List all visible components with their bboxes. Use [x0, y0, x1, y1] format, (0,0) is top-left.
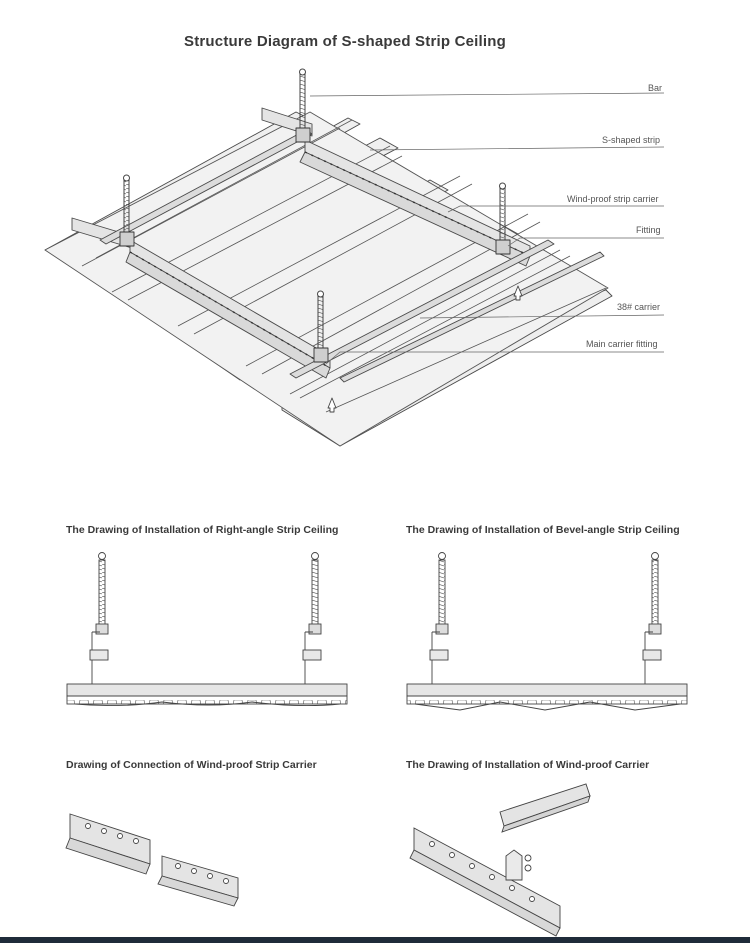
section-title-bevel-angle: The Drawing of Installation of Bevel-ang… — [406, 524, 680, 536]
hanger-rod — [499, 185, 506, 249]
callout-fitting: Fitting — [636, 225, 661, 235]
arrow-up-icon — [513, 285, 523, 301]
leader-38-carrier — [419, 314, 665, 319]
hanger-rod — [123, 177, 130, 241]
section-title-connection: Drawing of Connection of Wind-proof Stri… — [66, 759, 317, 771]
callout-s-shaped-strip: S-shaped strip — [602, 135, 661, 145]
fittings — [119, 127, 511, 363]
hanger-rod — [98, 559, 106, 631]
section-title-wind-proof-install: The Drawing of Installation of Wind-proo… — [406, 759, 650, 771]
wind-proof-carrier — [66, 683, 348, 697]
leader-main-carrier-fitting — [325, 351, 664, 365]
up-arrows — [327, 285, 523, 413]
hanger-rod — [651, 559, 659, 631]
hanger-rod — [311, 559, 319, 631]
callout-main-carrier-fitting: Main carrier fitting — [586, 339, 658, 349]
callout-leaders — [309, 92, 665, 365]
wind-proof-carrier — [406, 683, 688, 697]
hanger-rod — [317, 293, 324, 357]
bevel-angle-drawing — [406, 552, 688, 711]
leader-fitting — [507, 237, 664, 247]
callout-wind-proof-strip-carrier: Wind-proof strip carrier — [567, 194, 659, 204]
leader-s-shaped-strip — [369, 146, 665, 151]
arrow-up-icon — [327, 397, 337, 413]
hanger-rod — [438, 559, 446, 631]
main-structure-diagram — [44, 68, 613, 447]
wind-proof-carrier — [413, 827, 561, 929]
leader-wind-proof-carrier — [447, 205, 664, 213]
callout-bar: Bar — [648, 83, 663, 93]
diagram-title: Structure Diagram of S-shaped Strip Ceil… — [184, 33, 506, 50]
hanger-rod — [299, 71, 306, 135]
wind-proof-carrier-left — [71, 107, 331, 379]
fitting-clip — [505, 849, 523, 881]
carrier-38 — [99, 129, 605, 383]
section-title-right-angle: The Drawing of Installation of Right-ang… — [66, 524, 339, 536]
wind-proof-install-drawing — [409, 783, 591, 937]
right-angle-drawing — [66, 552, 348, 707]
callout-38-carrier: 38# carrier — [617, 302, 661, 312]
bottom-bar — [0, 937, 750, 943]
leader-bar — [309, 92, 665, 97]
connection-drawing — [65, 813, 239, 907]
